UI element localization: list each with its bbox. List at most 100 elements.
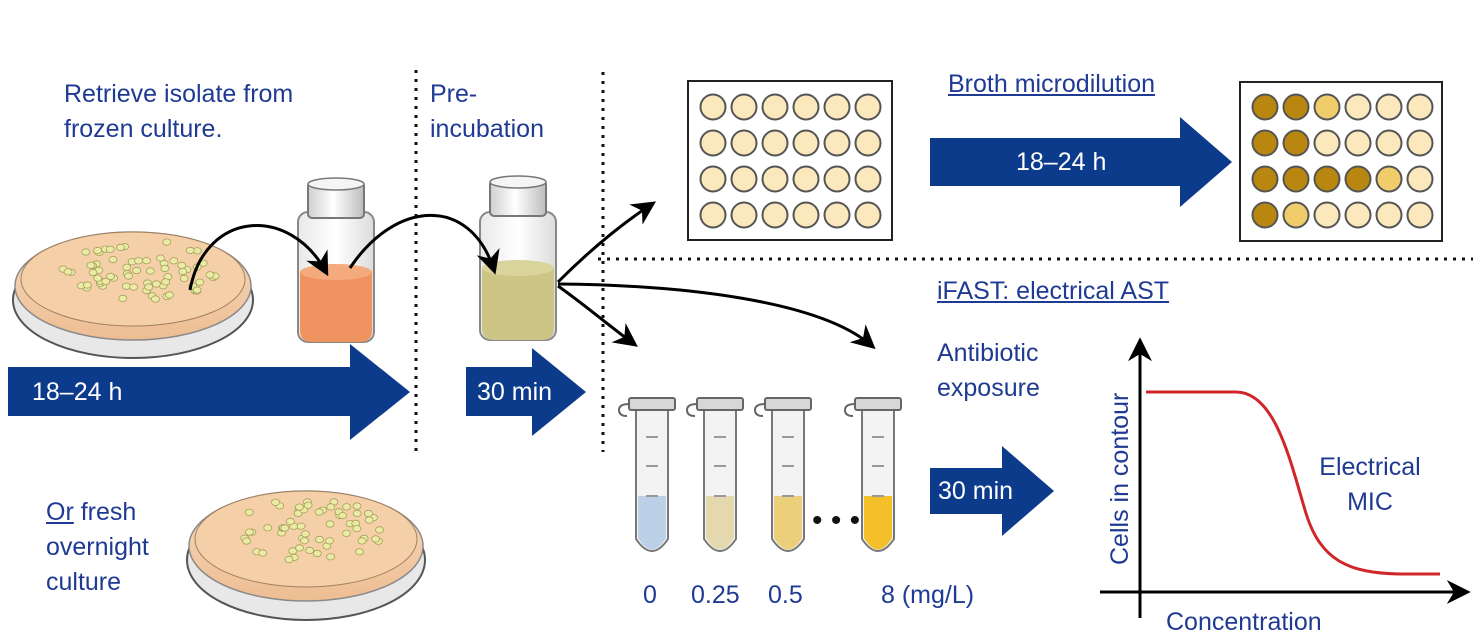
colony <box>108 255 118 264</box>
colony <box>342 503 352 511</box>
colony <box>178 267 188 276</box>
vial-olive <box>479 175 557 341</box>
colony <box>81 248 91 256</box>
well <box>1344 165 1372 193</box>
tube-label-3: 8 (mg/L) <box>881 581 975 609</box>
colony <box>93 274 103 282</box>
arrow-to-ifast <box>557 282 876 350</box>
tube-ellipsis: • • • <box>812 504 860 537</box>
colony <box>364 509 373 518</box>
well <box>1282 201 1310 229</box>
colony <box>352 524 362 533</box>
step-preincubation: Pre-incubation <box>430 80 544 143</box>
colony <box>192 286 202 294</box>
well <box>1251 201 1279 229</box>
colony <box>300 537 309 545</box>
colony <box>86 261 96 269</box>
colony <box>258 549 268 557</box>
well <box>792 93 820 121</box>
well <box>1344 93 1372 121</box>
colony <box>164 291 174 299</box>
colony <box>375 526 384 534</box>
tube-label-2: 0.5 <box>768 581 803 609</box>
well <box>1344 201 1372 229</box>
arrow-exposure-time-label: 30 min <box>938 477 1014 505</box>
well <box>1375 93 1403 121</box>
mic-curve <box>1146 390 1440 576</box>
well <box>1406 129 1434 157</box>
colony <box>357 537 367 545</box>
well <box>1313 165 1341 193</box>
colony <box>161 278 171 286</box>
colony <box>263 524 273 532</box>
colony <box>160 264 170 272</box>
colony <box>325 537 334 545</box>
tube-3 <box>843 397 902 552</box>
tube-1 <box>685 397 744 552</box>
colony <box>205 271 215 279</box>
well <box>1282 93 1310 121</box>
colony <box>326 553 336 561</box>
graph-xlabel: Concentration <box>1166 608 1322 636</box>
well <box>823 129 851 157</box>
colony <box>352 509 362 518</box>
colony <box>118 294 128 302</box>
colony <box>63 268 73 276</box>
well <box>1375 165 1403 193</box>
arrow-culture-time <box>8 344 410 440</box>
colony <box>145 267 155 275</box>
colony <box>300 530 310 538</box>
well <box>730 165 758 193</box>
well <box>1344 129 1372 157</box>
colony <box>134 257 144 265</box>
well <box>1375 129 1403 157</box>
well <box>1406 165 1434 193</box>
arrow-broth-time <box>930 117 1232 207</box>
colony <box>244 528 254 536</box>
well <box>761 201 789 229</box>
well <box>730 201 758 229</box>
colony <box>364 516 374 524</box>
colony <box>285 517 295 526</box>
colony <box>355 548 364 556</box>
colony <box>122 282 131 290</box>
well <box>854 129 882 157</box>
tube-series <box>617 397 902 552</box>
well <box>792 129 820 157</box>
colony <box>93 246 102 255</box>
well <box>1313 93 1341 121</box>
colony <box>83 281 92 289</box>
well <box>792 201 820 229</box>
well <box>823 201 851 229</box>
colony <box>132 266 142 275</box>
well <box>1313 201 1341 229</box>
well <box>761 93 789 121</box>
well <box>1282 129 1310 157</box>
colony <box>150 295 160 303</box>
tube-label-1: 0.25 <box>691 581 740 609</box>
arrow-to-tubes <box>557 284 638 347</box>
colony <box>169 257 179 265</box>
colony <box>271 498 280 506</box>
arrow-preincubation-time <box>466 348 586 436</box>
colony <box>303 501 313 509</box>
colony <box>242 537 251 545</box>
colony <box>179 274 189 282</box>
colony <box>288 547 298 555</box>
mic-graph <box>1100 337 1471 618</box>
colony <box>105 245 115 253</box>
well <box>730 93 758 121</box>
colony <box>326 503 336 511</box>
well <box>1375 201 1403 229</box>
colony <box>280 524 290 532</box>
colony <box>106 272 115 280</box>
colony <box>185 246 195 254</box>
well <box>699 201 727 229</box>
colony <box>314 535 324 544</box>
colony <box>294 503 304 511</box>
colony <box>151 280 161 288</box>
method-ifast: iFAST: electrical AST <box>937 277 1170 305</box>
arrow-exposure-time <box>930 446 1054 536</box>
well <box>1406 201 1434 229</box>
